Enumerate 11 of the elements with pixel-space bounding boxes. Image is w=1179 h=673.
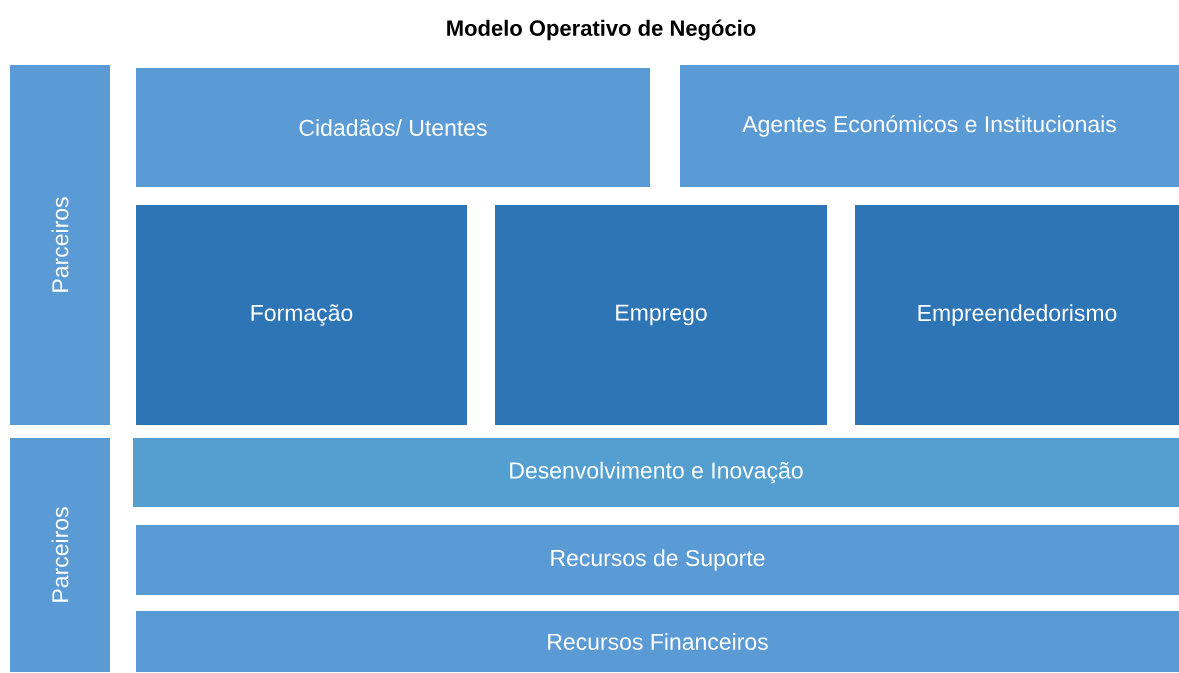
block-box: Formação (136, 205, 467, 425)
title: Modelo Operativo de Negócio (447, 19, 756, 41)
block-box: Cidadãos/ Utentes (136, 68, 650, 187)
block-box: Agentes Económicos e Institucionais (680, 65, 1179, 187)
block-box: Empreendedorismo (855, 205, 1179, 425)
block-box: Recursos Financeiros (136, 611, 1179, 672)
block-box: Recursos de Suporte (136, 525, 1179, 595)
side-band: Parceiros (10, 65, 110, 425)
block-box: Emprego (495, 205, 827, 425)
side-band: Parceiros (10, 438, 110, 672)
block-box: Desenvolvimento e Inovação (133, 438, 1179, 507)
